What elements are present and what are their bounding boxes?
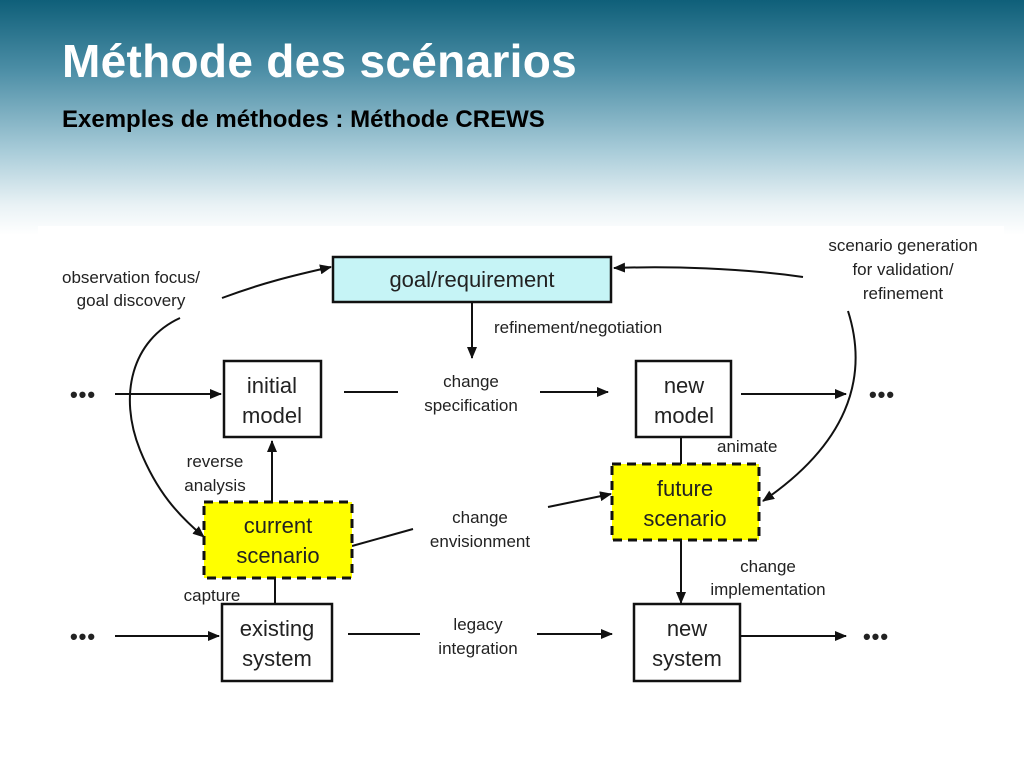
node-goal: goal/requirement xyxy=(331,255,613,304)
initial-model-line-1: initial xyxy=(247,373,297,398)
slide-title: Méthode des scénarios xyxy=(62,35,578,87)
change-spec-label-1: change xyxy=(443,372,499,391)
reverse-label-2: analysis xyxy=(184,476,245,495)
new-system-box xyxy=(632,602,742,683)
arrow-generation-goal xyxy=(613,262,804,278)
new-model-line-2: model xyxy=(654,403,714,428)
arrow-envision xyxy=(547,491,612,508)
ellipsis-left-bottom: ••• xyxy=(70,624,96,649)
connectors xyxy=(115,262,857,641)
node-current-scenario: current scenario xyxy=(202,500,354,580)
capture-label: capture xyxy=(184,586,241,605)
arrow-observation-goal xyxy=(221,264,332,299)
legacy-label-2: integration xyxy=(438,639,517,658)
current-scenario-line-1: current xyxy=(244,513,312,538)
line-envision-a xyxy=(351,528,414,547)
ellipsis-left-top: ••• xyxy=(70,382,96,407)
refinement-label: refinement/negotiation xyxy=(494,318,662,337)
generation-label-3: refinement xyxy=(863,284,944,303)
change-spec-label-2: specification xyxy=(424,396,518,415)
new-model-box xyxy=(634,359,733,439)
new-model-line-1: new xyxy=(664,373,704,398)
node-future-scenario: future scenario xyxy=(610,462,761,542)
initial-model-box xyxy=(222,359,323,439)
current-scenario-box xyxy=(202,500,354,580)
future-scenario-line-1: future xyxy=(657,476,713,501)
new-system-line-2: system xyxy=(652,646,722,671)
arrow-observation-current xyxy=(128,317,205,538)
initial-model-line-2: model xyxy=(242,403,302,428)
existing-system-line-2: system xyxy=(242,646,312,671)
implementation-label-1: change xyxy=(740,557,796,576)
observation-label-1: observation focus/ xyxy=(62,268,200,287)
slide-subtitle: Exemples de méthodes : Méthode CREWS xyxy=(62,106,545,133)
node-existing-system: existing system xyxy=(220,602,334,683)
envisionment-label-1: change xyxy=(452,508,508,527)
implementation-label-2: implementation xyxy=(710,580,825,599)
animate-label: animate xyxy=(717,437,777,456)
reverse-label-1: reverse xyxy=(187,452,244,471)
node-new-system: new system xyxy=(632,602,742,683)
future-scenario-box xyxy=(610,462,761,542)
generation-label-1: scenario generation xyxy=(828,236,977,255)
ellipsis-right-top: ••• xyxy=(869,382,895,407)
ellipsis-right-bottom: ••• xyxy=(863,624,889,649)
edge-labels: observation focus/ goal discovery scenar… xyxy=(62,236,978,658)
existing-system-line-1: existing xyxy=(240,616,315,641)
node-new-model: new model xyxy=(634,359,733,439)
future-scenario-line-2: scenario xyxy=(643,506,726,531)
goal-label: goal/requirement xyxy=(389,267,554,292)
new-system-line-1: new xyxy=(667,616,707,641)
arrow-generation-future xyxy=(762,310,857,502)
diagram-panel xyxy=(38,226,1004,706)
generation-label-2: for validation/ xyxy=(852,260,953,279)
existing-system-box xyxy=(220,602,334,683)
node-initial-model: initial model xyxy=(222,359,323,439)
ellipses: ••• ••• ••• ••• xyxy=(70,382,895,649)
legacy-label-1: legacy xyxy=(453,615,503,634)
envisionment-label-2: envisionment xyxy=(430,532,530,551)
observation-label-2: goal discovery xyxy=(77,291,186,310)
goal-box xyxy=(331,255,613,304)
current-scenario-line-2: scenario xyxy=(236,543,319,568)
